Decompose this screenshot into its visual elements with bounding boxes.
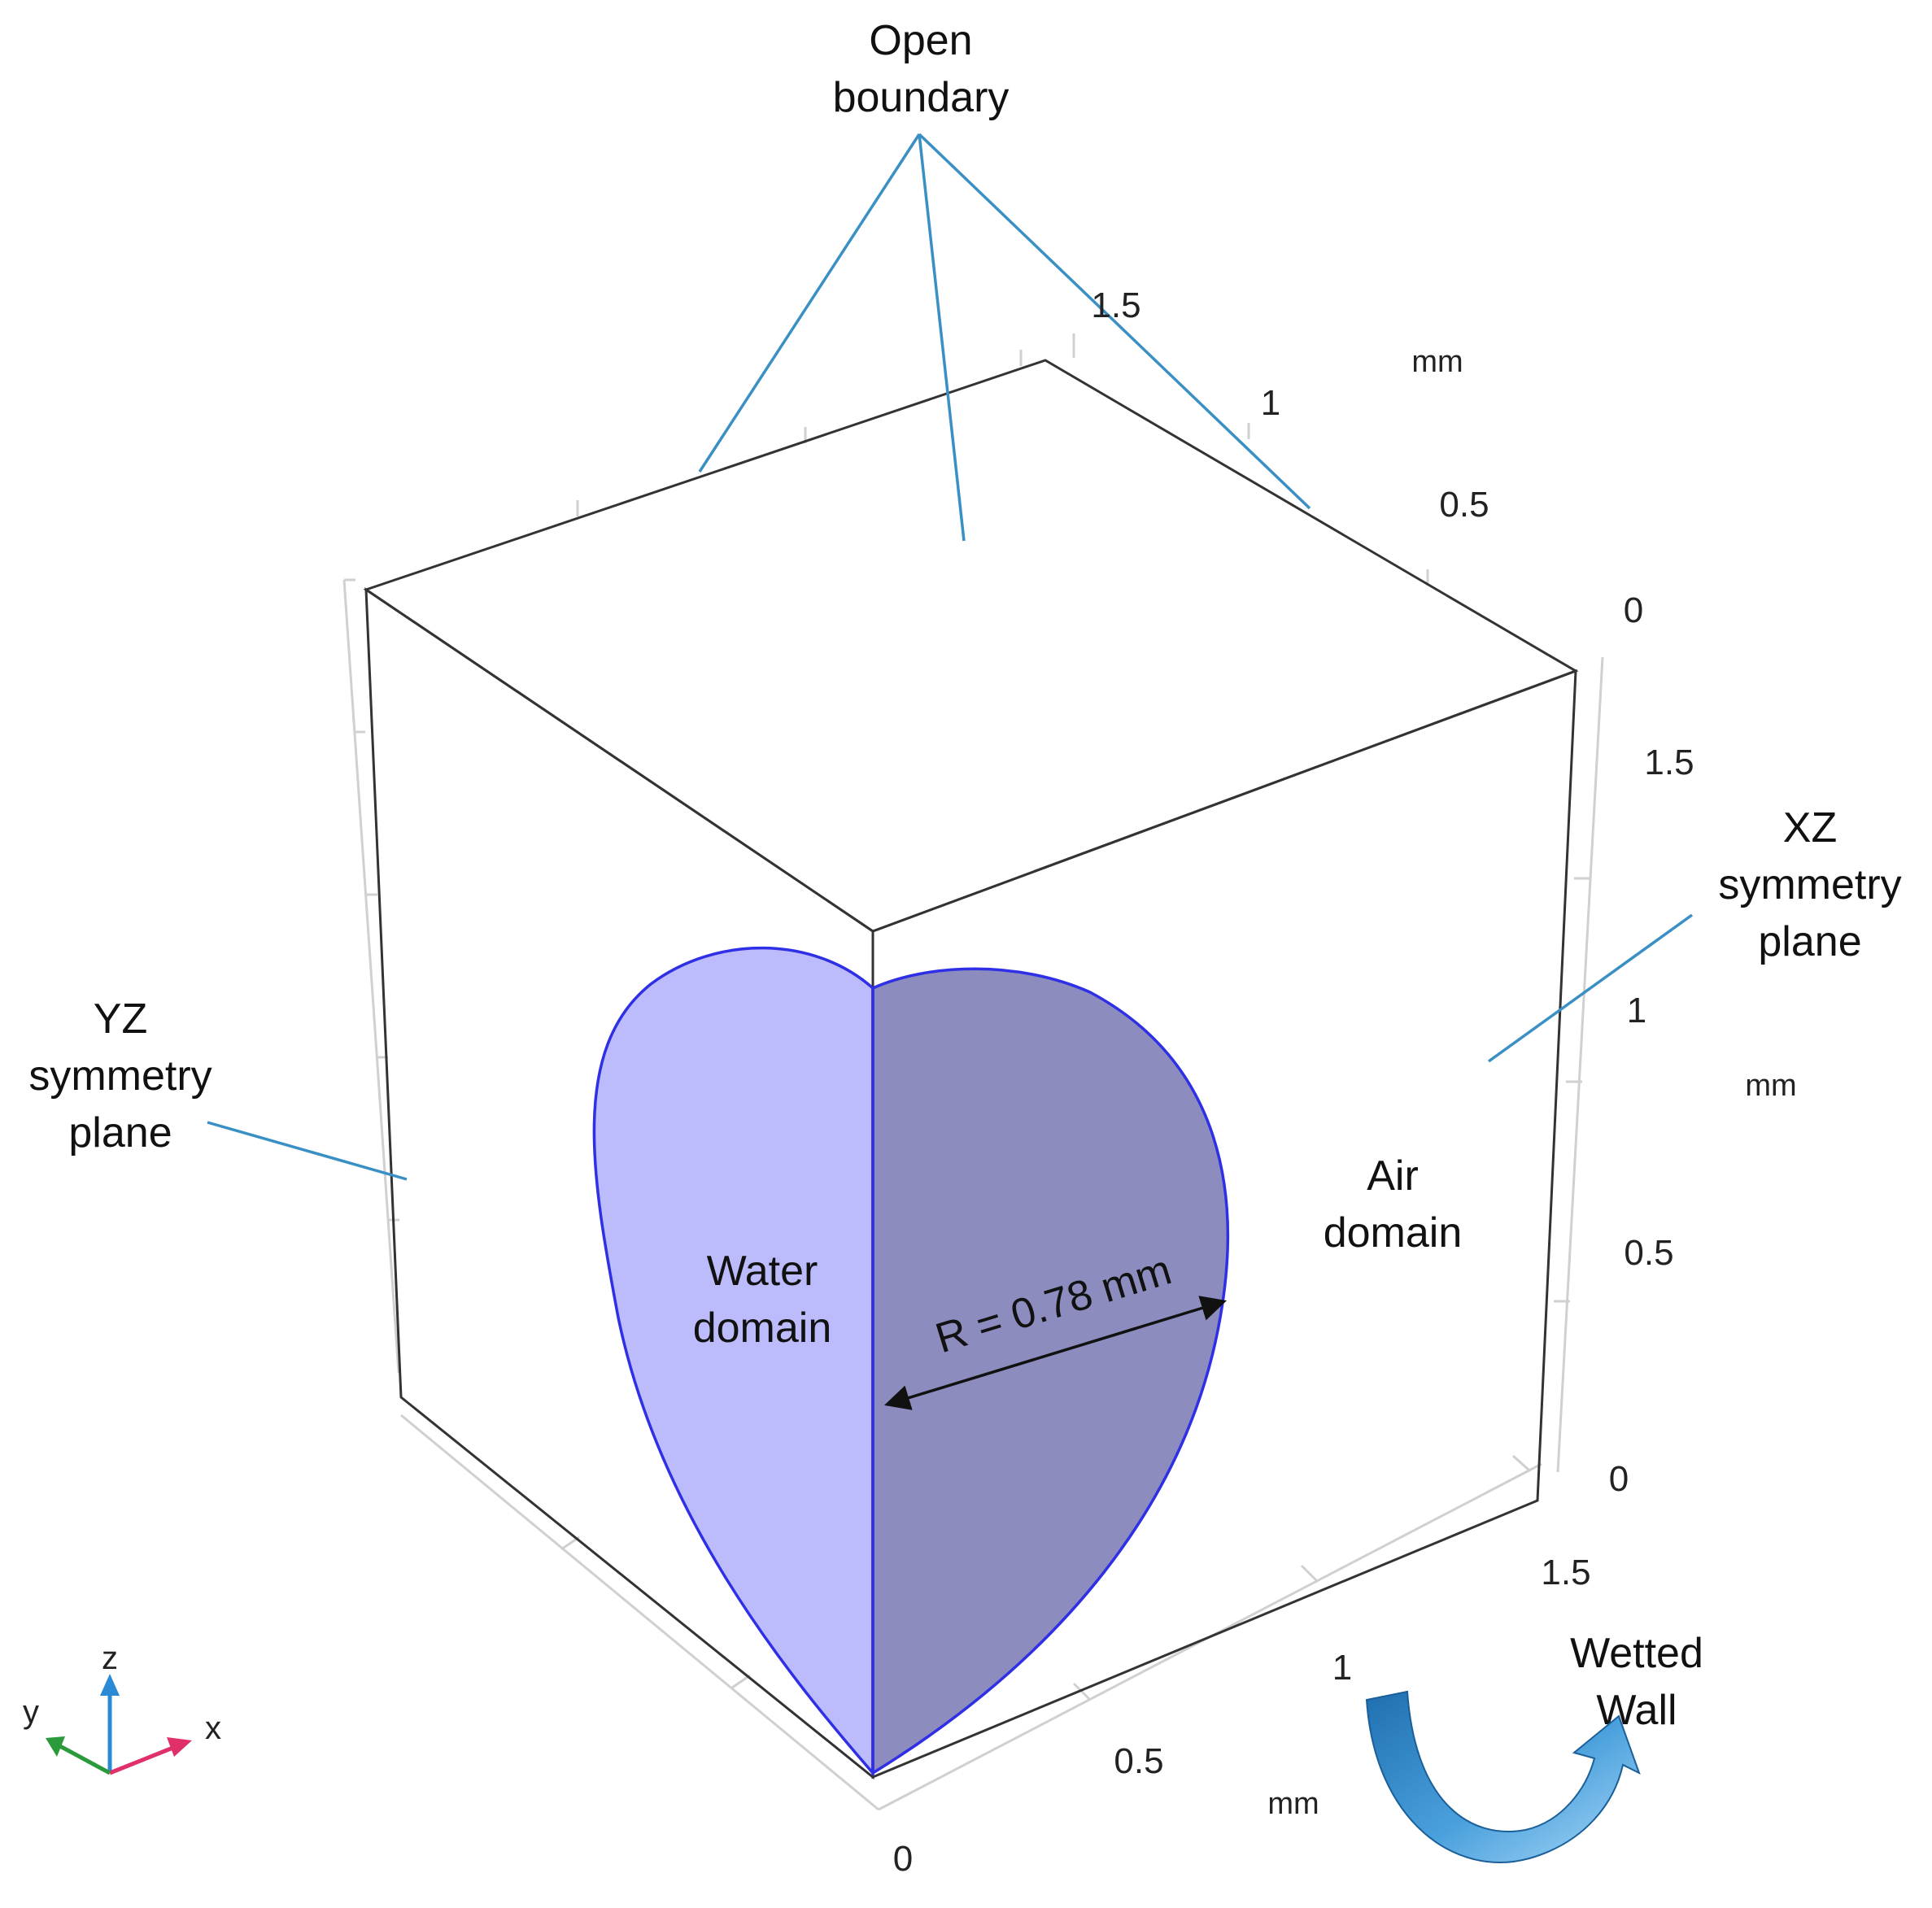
- xz-plane-label-line3: plane: [1758, 918, 1861, 965]
- y-unit: mm: [1411, 345, 1463, 379]
- open-boundary-label-line2: boundary: [833, 74, 1010, 121]
- x-tick-0.5: 0.5: [1114, 1741, 1163, 1781]
- air-domain-label-line2: domain: [1324, 1209, 1463, 1257]
- yz-plane-label-line2: symmetry: [28, 1052, 212, 1100]
- cube-top-face: [363, 359, 1579, 933]
- triad-z-arrowhead: [100, 1674, 120, 1696]
- air-domain-label-line1: Air: [1367, 1152, 1419, 1200]
- grid-top-ticks: [576, 333, 1429, 586]
- leader-lines: [207, 133, 1694, 1181]
- grid-right-vertical: [1556, 656, 1604, 1473]
- y-axis-ticks-top: 1.5 mm 1 0.5 0: [1091, 285, 1643, 630]
- xz-plane-label-line2: symmetry: [1718, 861, 1901, 908]
- z-tick-1.5: 1.5: [1644, 743, 1694, 782]
- x-tick-1.5: 1.5: [1541, 1553, 1590, 1592]
- triad-y-axis: [57, 1743, 111, 1775]
- grid-right-ticks: [1554, 877, 1590, 1303]
- x-unit: mm: [1267, 1787, 1319, 1821]
- z-tick-1: 1: [1627, 991, 1646, 1030]
- yz-plane-label-line3: plane: [68, 1109, 172, 1157]
- grid-left-ticks: [344, 578, 399, 1222]
- triad-y-arrowhead: [46, 1736, 65, 1757]
- yz-plane-label-line1: YZ: [94, 995, 147, 1043]
- x-tick-1: 1: [1332, 1648, 1352, 1688]
- wetted-wall-curved-arrow-icon: [1365, 1690, 1641, 1863]
- y-tick-1: 1: [1261, 383, 1280, 423]
- triad-z-label: z: [102, 1640, 118, 1676]
- radius-dimension-arrow: [883, 1296, 1228, 1410]
- triad-y-label: y: [23, 1694, 39, 1730]
- open-boundary-leader-left: [698, 133, 921, 473]
- wetted-wall-label-line1: Wetted: [1570, 1630, 1703, 1677]
- z-unit: mm: [1745, 1069, 1796, 1103]
- open-boundary-label-line1: Open: [869, 17, 972, 64]
- open-boundary-leader-right: [918, 133, 1311, 510]
- water-domain-label-line2: domain: [693, 1305, 832, 1352]
- y-tick-0.5: 0.5: [1439, 485, 1489, 525]
- x-tick-0: 0: [893, 1839, 913, 1879]
- water-domain: [592, 946, 1229, 1777]
- coordinate-triad: z x y: [23, 1640, 221, 1775]
- z-tick-0: 0: [1609, 1459, 1629, 1499]
- triad-x-axis: [109, 1745, 176, 1775]
- z-axis-ticks: 1.5 1 mm 0.5 0: [1609, 743, 1797, 1499]
- yz-plane-leader: [207, 1121, 408, 1181]
- water-domain-label-line1: Water: [707, 1248, 818, 1295]
- grid-bottom-ticks: [560, 1454, 1531, 1701]
- xz-plane-leader: [1487, 913, 1694, 1063]
- water-left-half: [592, 946, 874, 1777]
- y-tick-1.5: 1.5: [1091, 285, 1140, 325]
- triad-x-label: x: [205, 1710, 221, 1746]
- triad-x-arrowhead: [167, 1737, 192, 1757]
- z-tick-0.5: 0.5: [1624, 1233, 1673, 1273]
- xz-plane-label-line1: XZ: [1783, 804, 1837, 852]
- grid-left-vertical: [342, 579, 400, 1374]
- x-axis-ticks: 1.5 1 0.5 mm 0: [893, 1553, 1591, 1879]
- y-tick-0: 0: [1624, 590, 1643, 630]
- grid-bottom-left: [400, 1414, 879, 1811]
- open-boundary-leader-center: [918, 133, 966, 542]
